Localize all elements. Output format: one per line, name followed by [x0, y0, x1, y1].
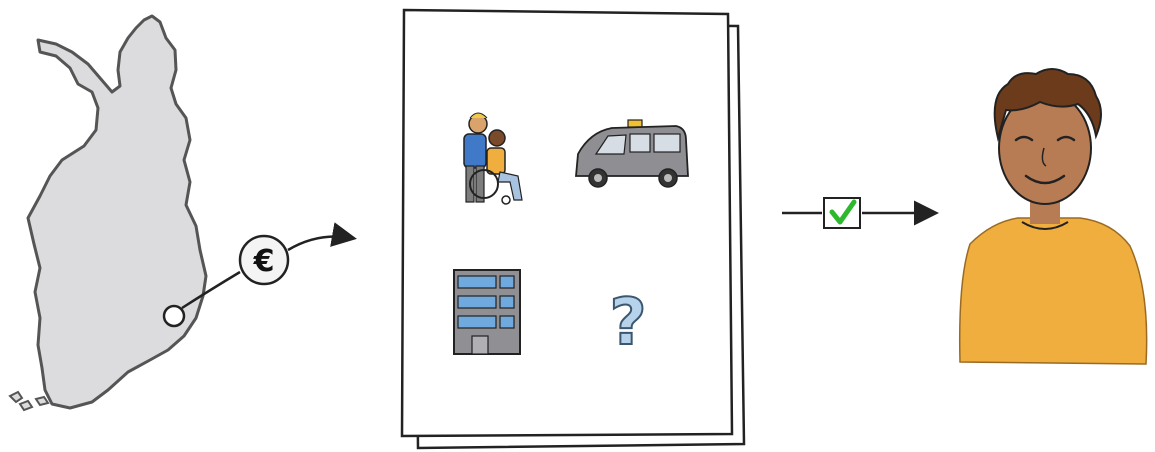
approval-arrow	[782, 198, 934, 228]
euro-coin-icon: €	[240, 236, 288, 284]
finland-map-icon	[10, 16, 206, 410]
question-mark-icon: ?	[609, 286, 646, 360]
building-icon	[454, 270, 520, 354]
euro-symbol: €	[253, 244, 275, 279]
document-stack	[402, 10, 744, 448]
location-dot	[164, 306, 184, 326]
smiling-person-icon	[960, 69, 1147, 364]
question-symbol: ?	[609, 286, 646, 360]
